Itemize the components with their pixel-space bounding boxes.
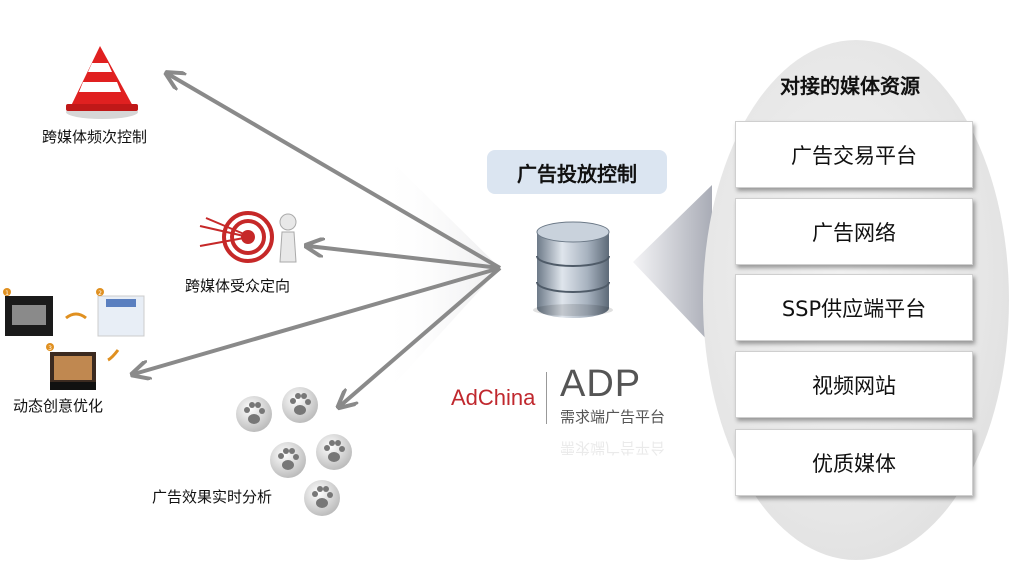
resource-ssp: SSP供应端平台 (735, 274, 973, 341)
target-icon (199, 211, 297, 263)
resource-ad-exchange: 广告交易平台 (735, 121, 973, 188)
control-title: 广告投放控制 (487, 150, 667, 194)
step-2: 2 (98, 290, 102, 297)
resource-video-sites: 视频网站 (735, 351, 973, 418)
arrow-analytics (340, 266, 502, 406)
paw-prints-icon (236, 387, 352, 516)
feature-analytics-label: 广告效果实时分析 (152, 488, 273, 506)
focus-beam (380, 150, 500, 400)
arrow-targeting (308, 246, 501, 270)
feature-frequency-label: 跨媒体频次控制 (42, 128, 148, 146)
resource-premium-media: 优质媒体 (735, 429, 973, 496)
brand-divider (546, 372, 547, 424)
traffic-cone-icon (66, 46, 138, 119)
resources-title: 对接的媒体资源 (780, 74, 920, 98)
feature-targeting-label: 跨媒体受众定向 (185, 277, 291, 295)
arrow-creative (134, 266, 501, 374)
brand-subtitle-reflection: 需求端广告平台 (560, 439, 666, 457)
step-1: 1 (5, 290, 9, 297)
resource-ad-network: 广告网络 (735, 198, 973, 265)
brand-subtitle: 需求端广告平台 (560, 408, 666, 426)
arrow-frequency (168, 74, 502, 270)
resource-funnel (633, 185, 712, 345)
brand-company: AdChina (451, 385, 536, 410)
brand-product: ADP (560, 363, 642, 405)
step-3: 3 (48, 345, 52, 352)
creative-thumbnails-icon: 1 2 3 (3, 288, 145, 390)
database-icon (533, 221, 613, 318)
feature-creative-label: 动态创意优化 (13, 397, 104, 415)
